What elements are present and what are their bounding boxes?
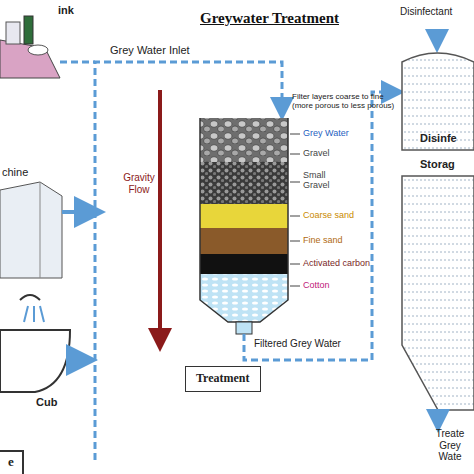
disinfection-tank <box>402 53 474 150</box>
label: Cotton <box>303 280 330 290</box>
label: ink <box>58 4 74 17</box>
node-text: Treatment <box>196 372 250 386</box>
dose-arrow <box>436 30 439 44</box>
bathtub-icon <box>0 295 86 392</box>
node-text: Storag <box>402 158 474 171</box>
label: chine <box>2 166 28 179</box>
label: Grey Water <box>303 128 349 138</box>
label: Coarse sand <box>303 210 354 220</box>
gravity-arrow <box>158 90 162 340</box>
label: Fine sand <box>303 235 343 245</box>
node-text: Disinfe <box>402 132 474 145</box>
inlet-pipe <box>60 61 95 64</box>
label: Small Gravel <box>303 170 343 191</box>
filter-column <box>200 118 300 334</box>
label: Cub <box>36 396 57 409</box>
label: Gravity Flow <box>122 172 156 195</box>
label: Filtered Grey Water <box>252 338 343 350</box>
label: Gravel <box>303 148 330 158</box>
label: Disinfectant <box>400 6 452 18</box>
sink-icon <box>0 16 60 78</box>
node-box: Disinfe <box>402 132 474 150</box>
label: Grey Water Inlet <box>110 44 190 57</box>
label: Activated carbon <box>303 258 370 268</box>
label: Filter layers coarse to fine (more porou… <box>292 92 402 110</box>
outlet-pipe <box>244 92 396 360</box>
title: Greywater Treatment <box>200 10 339 27</box>
label: Treate Grey Wate <box>430 428 470 463</box>
washing-machine-icon <box>0 182 94 278</box>
storage-tank <box>402 176 474 424</box>
node-box: Treatment <box>185 366 261 392</box>
node-text: e <box>8 455 14 470</box>
node-box: Storag <box>402 158 474 176</box>
node-box: e <box>0 450 24 474</box>
